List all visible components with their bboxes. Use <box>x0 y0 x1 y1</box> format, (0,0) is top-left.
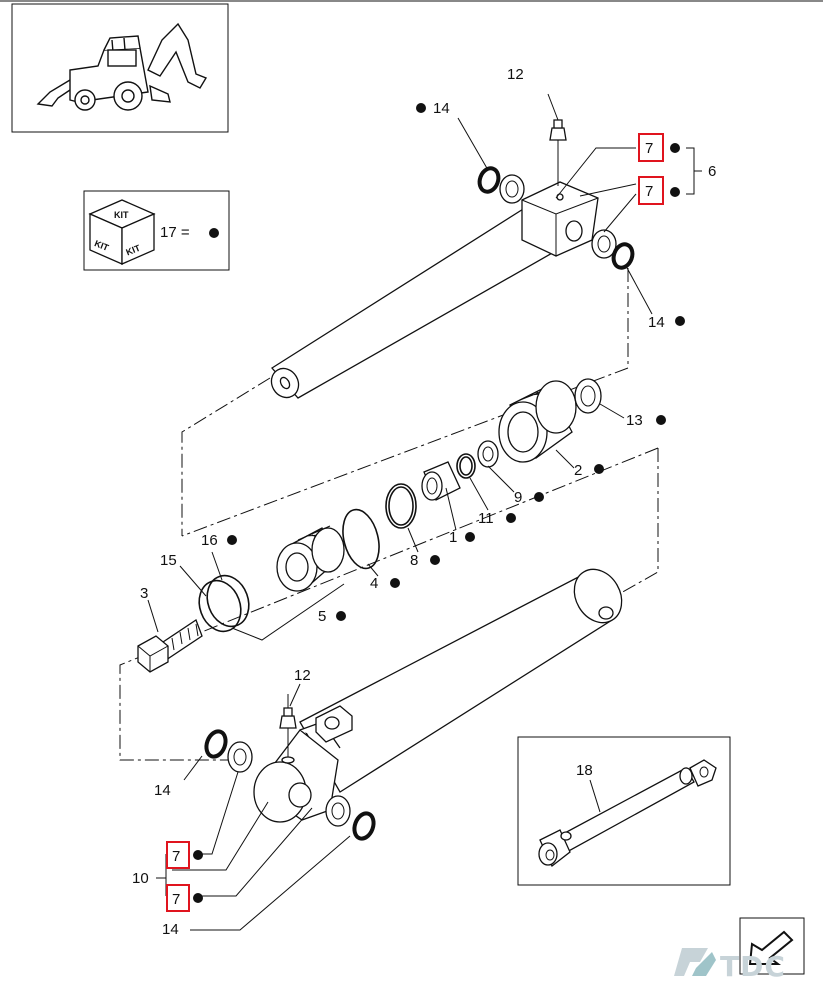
callout-14-bottom: 14 <box>162 921 179 938</box>
callout-7-a: 7 <box>645 140 653 157</box>
callout-dot <box>656 415 666 425</box>
machine-thumbnail <box>11 3 229 133</box>
assembly-line-rod <box>181 268 629 537</box>
callout-8: 8 <box>410 552 418 569</box>
gland-bracket <box>231 583 345 641</box>
callout-15: 15 <box>160 552 177 569</box>
callout-dot <box>670 187 680 197</box>
backhoe-loader-icon <box>36 22 208 111</box>
callout-12-top: 12 <box>507 66 524 83</box>
callout-dot <box>430 555 440 565</box>
callout-dot <box>670 143 680 153</box>
callout-dot <box>193 893 203 903</box>
callout-12-bottom: 12 <box>294 667 311 684</box>
o-ring-4 <box>342 508 380 570</box>
callout-13: 13 <box>626 412 643 429</box>
piston-seal-ring <box>574 378 602 414</box>
callout-labels: 12 14 7 7 6 14 13 2 9 11 1 8 4 5 16 15 3 <box>132 66 716 938</box>
kit-legend-frame <box>83 190 230 271</box>
callout-dot <box>594 464 604 474</box>
spacer-9 <box>477 440 499 468</box>
sleeve-1 <box>421 461 461 501</box>
callout-18: 18 <box>576 762 593 779</box>
seal-top-left <box>477 166 501 194</box>
kit-box-label: KIT <box>114 210 129 220</box>
next-page-frame <box>739 917 805 975</box>
callout-7-d-highlight <box>166 884 190 912</box>
barrel-eye <box>253 705 353 823</box>
o-ring-11 <box>456 453 476 479</box>
seal-top-right <box>611 242 635 270</box>
callout-dot <box>506 513 516 523</box>
callout-9: 9 <box>514 489 522 506</box>
seal-bottom-left <box>204 729 228 759</box>
callout-dot <box>416 103 426 113</box>
callout-10: 10 <box>132 870 149 887</box>
bushing-bottom-left <box>227 741 253 773</box>
kit-legend-text: 17 = <box>160 224 190 241</box>
bushing-top-left <box>499 174 525 204</box>
callout-7-b: 7 <box>645 183 653 200</box>
callout-dot <box>193 850 203 860</box>
callout-11: 11 <box>478 510 494 527</box>
callout-dot <box>465 532 475 542</box>
callout-7-d: 7 <box>172 891 180 908</box>
callout-7-c: 7 <box>172 848 180 865</box>
kit-box-icon: KIT KIT KIT <box>88 199 156 265</box>
callout-7-b-highlight <box>638 176 664 205</box>
kit-legend: KIT KIT KIT 17 = <box>83 190 230 271</box>
callout-14-bottom-left: 14 <box>154 782 171 799</box>
assembled-cylinder-inset <box>517 736 731 886</box>
watermark-text: TDC <box>720 950 786 983</box>
callout-7-c-highlight <box>166 841 190 869</box>
grease-fitting-bottom <box>279 694 297 764</box>
callout-dot <box>390 578 400 588</box>
leader-lines <box>147 93 702 931</box>
gland <box>276 525 345 592</box>
callout-14-top-right: 14 <box>648 314 665 331</box>
assembly-line-bolt <box>119 447 659 761</box>
thumbnail-frame <box>11 3 229 133</box>
ring-8 <box>385 483 417 529</box>
callout-dot <box>534 492 544 502</box>
bushing-bottom-right <box>325 795 351 827</box>
callout-1: 1 <box>449 529 457 546</box>
rings-15-16 <box>198 574 250 633</box>
callout-2: 2 <box>574 462 582 479</box>
piston-rod <box>270 205 555 399</box>
callout-4: 4 <box>370 575 378 592</box>
callout-3: 3 <box>140 585 148 602</box>
bushing-top-right <box>591 229 617 259</box>
callout-6: 6 <box>708 163 716 180</box>
callout-5: 5 <box>318 608 326 625</box>
next-page-arrow-icon[interactable] <box>739 917 805 975</box>
assembly-line-right <box>611 448 659 599</box>
bolt <box>137 619 203 673</box>
assembly-line-left <box>181 377 271 536</box>
inset-frame <box>517 736 731 886</box>
grease-fitting-top <box>549 119 567 186</box>
callout-7-a-highlight <box>638 133 664 162</box>
tdc-logo-icon: TDC <box>674 948 786 983</box>
callout-dot <box>336 611 346 621</box>
callout-dot <box>675 316 685 326</box>
rod-eye-block <box>521 181 599 257</box>
callout-dot <box>227 535 237 545</box>
kit-legend-dot <box>209 228 219 238</box>
callout-14-top-left: 14 <box>433 100 450 117</box>
piston <box>498 380 577 463</box>
callout-16: 16 <box>201 532 218 549</box>
seal-bottom-right <box>352 811 376 841</box>
cylinder-barrel <box>299 568 623 793</box>
